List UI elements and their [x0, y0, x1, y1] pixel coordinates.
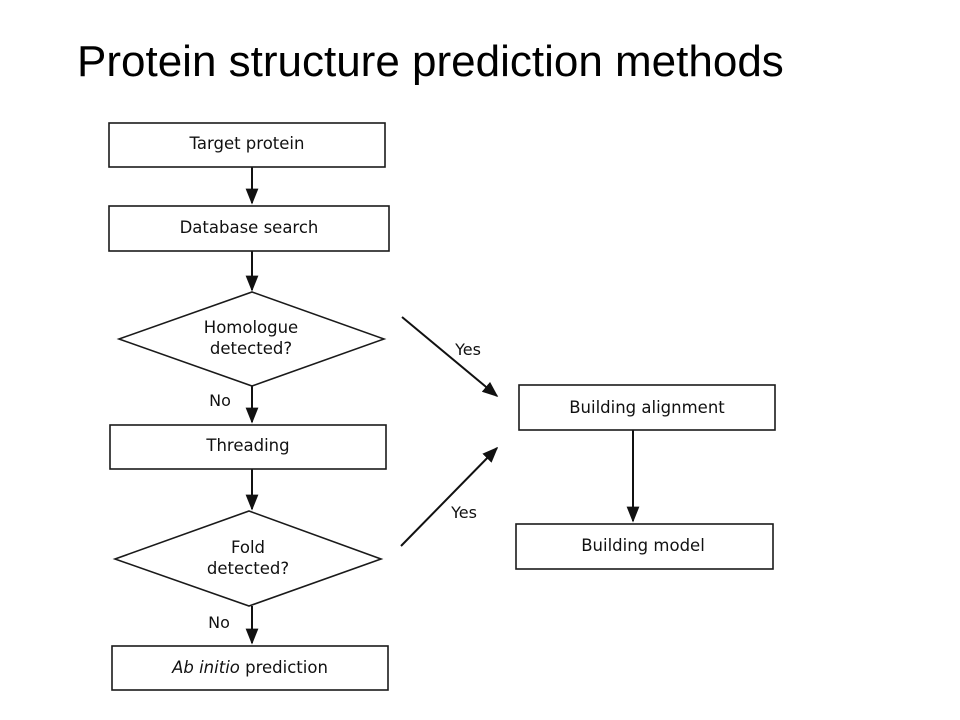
node-fold-decision: Fold detected? — [112, 510, 384, 607]
edge-label-fold-yes: Yes — [450, 503, 477, 522]
node-fold-label-line2: detected? — [207, 559, 289, 578]
node-database-search: Database search — [108, 205, 390, 252]
node-homologue-label-line1: Homologue — [204, 318, 298, 337]
node-building-alignment-label: Building alignment — [569, 398, 725, 417]
edge-label-homologue-yes: Yes — [454, 340, 481, 359]
node-homologue-label-line2: detected? — [210, 339, 292, 358]
edge-label-fold-no: No — [208, 613, 230, 632]
edge-homologue-yes-to-alignment — [401, 316, 499, 398]
node-ab-initio-label: Ab initio prediction — [171, 658, 328, 677]
node-ab-initio-italic: Ab initio — [171, 658, 240, 677]
node-building-model-label: Building model — [581, 536, 705, 555]
node-ab-initio-prediction: Ab initio prediction — [111, 645, 389, 691]
node-target-protein: Target protein — [108, 122, 386, 168]
node-ab-initio-rest: prediction — [240, 658, 328, 677]
node-fold-label-line1: Fold — [231, 538, 265, 557]
edge-label-homologue-no: No — [209, 391, 231, 410]
slide-title: Protein structure prediction methods — [77, 37, 784, 86]
edge-fold-yes-to-alignment — [400, 446, 499, 547]
node-threading: Threading — [109, 424, 387, 470]
node-threading-label: Threading — [205, 436, 289, 455]
node-building-model: Building model — [515, 523, 774, 570]
node-building-alignment: Building alignment — [518, 384, 776, 431]
node-database-search-label: Database search — [180, 218, 319, 237]
node-target-protein-label: Target protein — [189, 134, 305, 153]
node-homologue-decision: Homologue detected? — [116, 291, 387, 387]
